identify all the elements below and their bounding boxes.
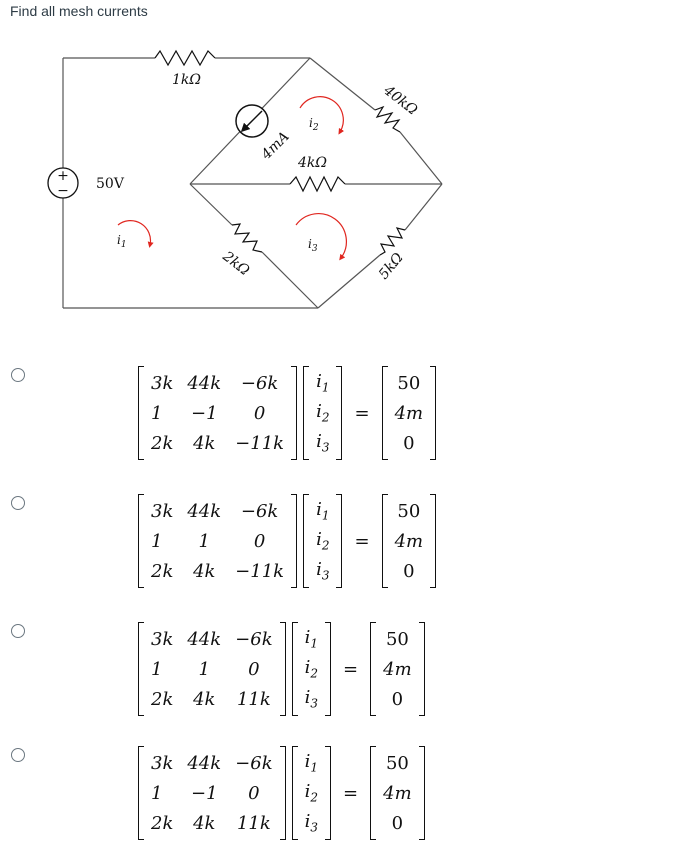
label-4mA: 4mA — [258, 129, 293, 164]
rhs-vector-2: 50 4m 0 — [381, 494, 437, 588]
voltage-source: + − — [47, 167, 79, 199]
rhs-vector-1: 50 4m 0 — [381, 366, 437, 460]
equals-sign: = — [354, 402, 370, 424]
radio-option-4[interactable] — [11, 748, 25, 762]
label-2k: 2kΩ — [219, 248, 253, 279]
svg-text:i2: i2 — [309, 116, 319, 133]
label-40k: 40kΩ — [380, 82, 421, 119]
current-vector-4: i1 i2 i3 — [291, 746, 332, 840]
question-text: Find all mesh currents — [10, 3, 148, 19]
mesh-i3-indicator: i3 — [295, 213, 347, 261]
resistor-5k — [379, 227, 406, 256]
current-vector-3: i1 i2 i3 — [291, 622, 332, 716]
current-vector-1: i1 i2 i3 — [303, 366, 343, 460]
svg-text:i1: i1 — [117, 233, 127, 250]
svg-text:i3: i3 — [308, 237, 318, 254]
mesh-i1-indicator: i1 — [117, 220, 154, 250]
label-4k: 4kΩ — [297, 155, 327, 171]
rhs-vector-4: 50 4m 0 — [370, 746, 425, 840]
circuit-diagram: + − 50V 1kΩ 4kΩ 4mA 40kΩ 2kΩ 5kΩ i1 i2 i… — [47, 49, 443, 309]
label-1k: 1kΩ — [172, 72, 201, 88]
resistor-2k — [231, 223, 263, 253]
wires — [62, 57, 443, 309]
current-vector-2: i1 i2 i3 — [303, 494, 343, 588]
resistor-4k — [289, 175, 346, 193]
resistor-40k — [374, 105, 401, 133]
radio-option-3[interactable] — [11, 624, 25, 638]
svg-text:−: − — [57, 183, 69, 199]
radio-option-2[interactable] — [11, 496, 25, 510]
current-source — [235, 104, 269, 138]
svg-text:+: + — [57, 168, 69, 184]
equals-sign: = — [343, 658, 359, 680]
equals-sign: = — [354, 530, 370, 552]
resistor-1k — [154, 49, 216, 67]
rhs-vector-3: 50 4m 0 — [370, 622, 425, 716]
mesh-i2-indicator: i2 — [299, 96, 345, 135]
equals-sign: = — [343, 782, 359, 804]
source-label: 50V — [96, 176, 125, 192]
radio-option-1[interactable] — [11, 368, 25, 382]
